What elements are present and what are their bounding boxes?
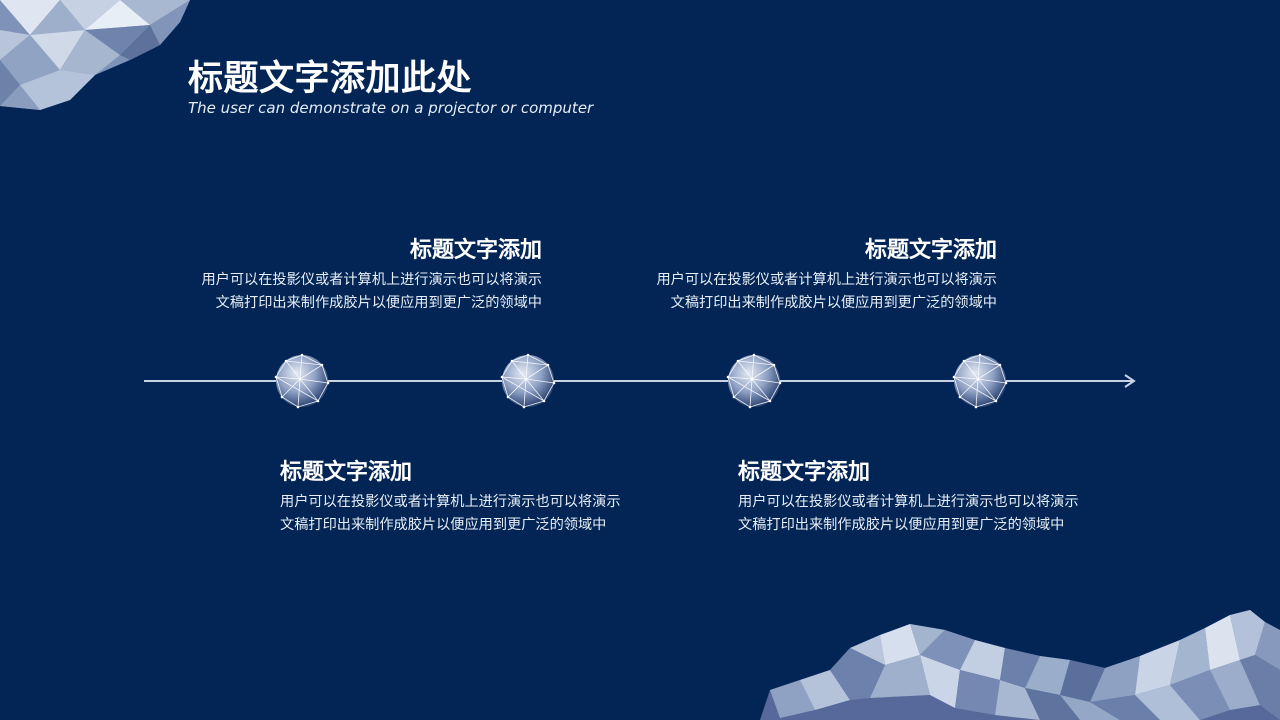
timeline-card-4: 标题文字添加 用户可以在投影仪或者计算机上进行演示也可以将演示 文稿打印出来制作… <box>738 458 1138 537</box>
card-body-line: 文稿打印出来制作成胶片以便应用到更广泛的领域中 <box>215 295 542 311</box>
card-body-line: 用户可以在投影仪或者计算机上进行演示也可以将演示 <box>656 272 997 288</box>
page-subtitle: The user can demonstrate on a projector … <box>188 99 594 117</box>
card-body-line: 文稿打印出来制作成胶片以便应用到更广泛的领域中 <box>670 295 997 311</box>
timeline-card-3: 标题文字添加 用户可以在投影仪或者计算机上进行演示也可以将演示 文稿打印出来制作… <box>597 236 997 315</box>
card-body-line: 用户可以在投影仪或者计算机上进行演示也可以将演示 <box>201 272 542 288</box>
polygon-sphere-icon <box>274 353 330 409</box>
low-poly-decoration-bottom-right <box>760 610 1280 720</box>
timeline-card-2: 标题文字添加 用户可以在投影仪或者计算机上进行演示也可以将演示 文稿打印出来制作… <box>280 458 680 537</box>
card-body: 用户可以在投影仪或者计算机上进行演示也可以将演示 文稿打印出来制作成胶片以便应用… <box>142 269 542 315</box>
card-body: 用户可以在投影仪或者计算机上进行演示也可以将演示 文稿打印出来制作成胶片以便应用… <box>738 491 1138 537</box>
polygon-sphere-icon <box>500 353 556 409</box>
timeline-card-1: 标题文字添加 用户可以在投影仪或者计算机上进行演示也可以将演示 文稿打印出来制作… <box>142 236 542 315</box>
card-title: 标题文字添加 <box>280 460 413 485</box>
polygon-sphere-icon <box>952 353 1008 409</box>
card-title: 标题文字添加 <box>864 238 997 263</box>
card-body-line: 用户可以在投影仪或者计算机上进行演示也可以将演示 <box>280 494 621 510</box>
card-body: 用户可以在投影仪或者计算机上进行演示也可以将演示 文稿打印出来制作成胶片以便应用… <box>597 269 997 315</box>
low-poly-decoration-top-left <box>0 0 190 110</box>
card-body: 用户可以在投影仪或者计算机上进行演示也可以将演示 文稿打印出来制作成胶片以便应用… <box>280 491 680 537</box>
page-title: 标题文字添加此处 <box>188 59 473 99</box>
card-body-line: 用户可以在投影仪或者计算机上进行演示也可以将演示 <box>738 494 1079 510</box>
card-title: 标题文字添加 <box>738 460 871 485</box>
card-body-line: 文稿打印出来制作成胶片以便应用到更广泛的领域中 <box>738 517 1065 533</box>
arrow-right-icon <box>1124 374 1136 388</box>
polygon-sphere-icon <box>726 353 782 409</box>
card-title: 标题文字添加 <box>409 238 542 263</box>
card-body-line: 文稿打印出来制作成胶片以便应用到更广泛的领域中 <box>280 517 607 533</box>
